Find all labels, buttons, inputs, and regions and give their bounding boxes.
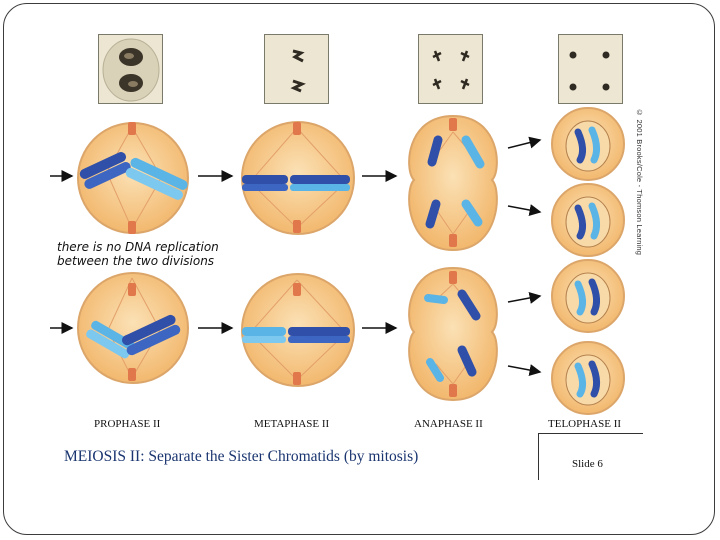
cell-metaphase-top	[241, 121, 355, 235]
micrograph-anaphase-image	[432, 50, 470, 90]
cell-anaphase-bottom	[408, 266, 498, 402]
slide-title: MEIOSIS II: Separate the Sister Chromati…	[64, 448, 419, 465]
arrow-top-3	[507, 136, 542, 149]
micrograph-metaphase	[264, 34, 329, 104]
replication-note-line2: between the two divisions	[57, 254, 215, 268]
slide-frame	[3, 3, 715, 535]
slide-number: Slide 6	[572, 458, 603, 470]
cell-telophase-1	[551, 107, 625, 181]
label-telophase-ii: TELOPHASE II	[548, 418, 622, 430]
cell-metaphase-bottom	[241, 273, 355, 387]
micrograph-prophase	[98, 34, 163, 104]
label-anaphase-ii: ANAPHASE II	[414, 418, 483, 430]
slide-number-box	[538, 433, 643, 480]
label-prophase-ii: PROPHASE II	[94, 418, 161, 430]
micrograph-prophase-image	[102, 38, 160, 102]
micrograph-telophase	[558, 34, 623, 104]
micrograph-anaphase	[418, 34, 483, 104]
replication-note-line1: there is no DNA replication	[57, 240, 219, 254]
cell-prophase-bottom	[77, 272, 189, 384]
cell-telophase-4	[551, 341, 625, 415]
copyright-text: © 2001 Brooks/Cole - Thomson Learning	[635, 108, 644, 256]
arrow-bottom-4	[507, 364, 542, 376]
cell-telophase-3	[551, 259, 625, 333]
micrograph-metaphase-image	[290, 49, 306, 93]
arrow-top-4	[507, 204, 542, 216]
cell-telophase-2	[551, 183, 625, 257]
micrograph-telophase-image	[569, 51, 610, 91]
arrow-bottom-3	[507, 292, 542, 304]
cell-anaphase-top	[408, 114, 498, 252]
cell-prophase-top	[77, 122, 189, 234]
replication-note: there is no DNA replication between the …	[57, 240, 219, 268]
label-metaphase-ii: METAPHASE II	[254, 418, 330, 430]
